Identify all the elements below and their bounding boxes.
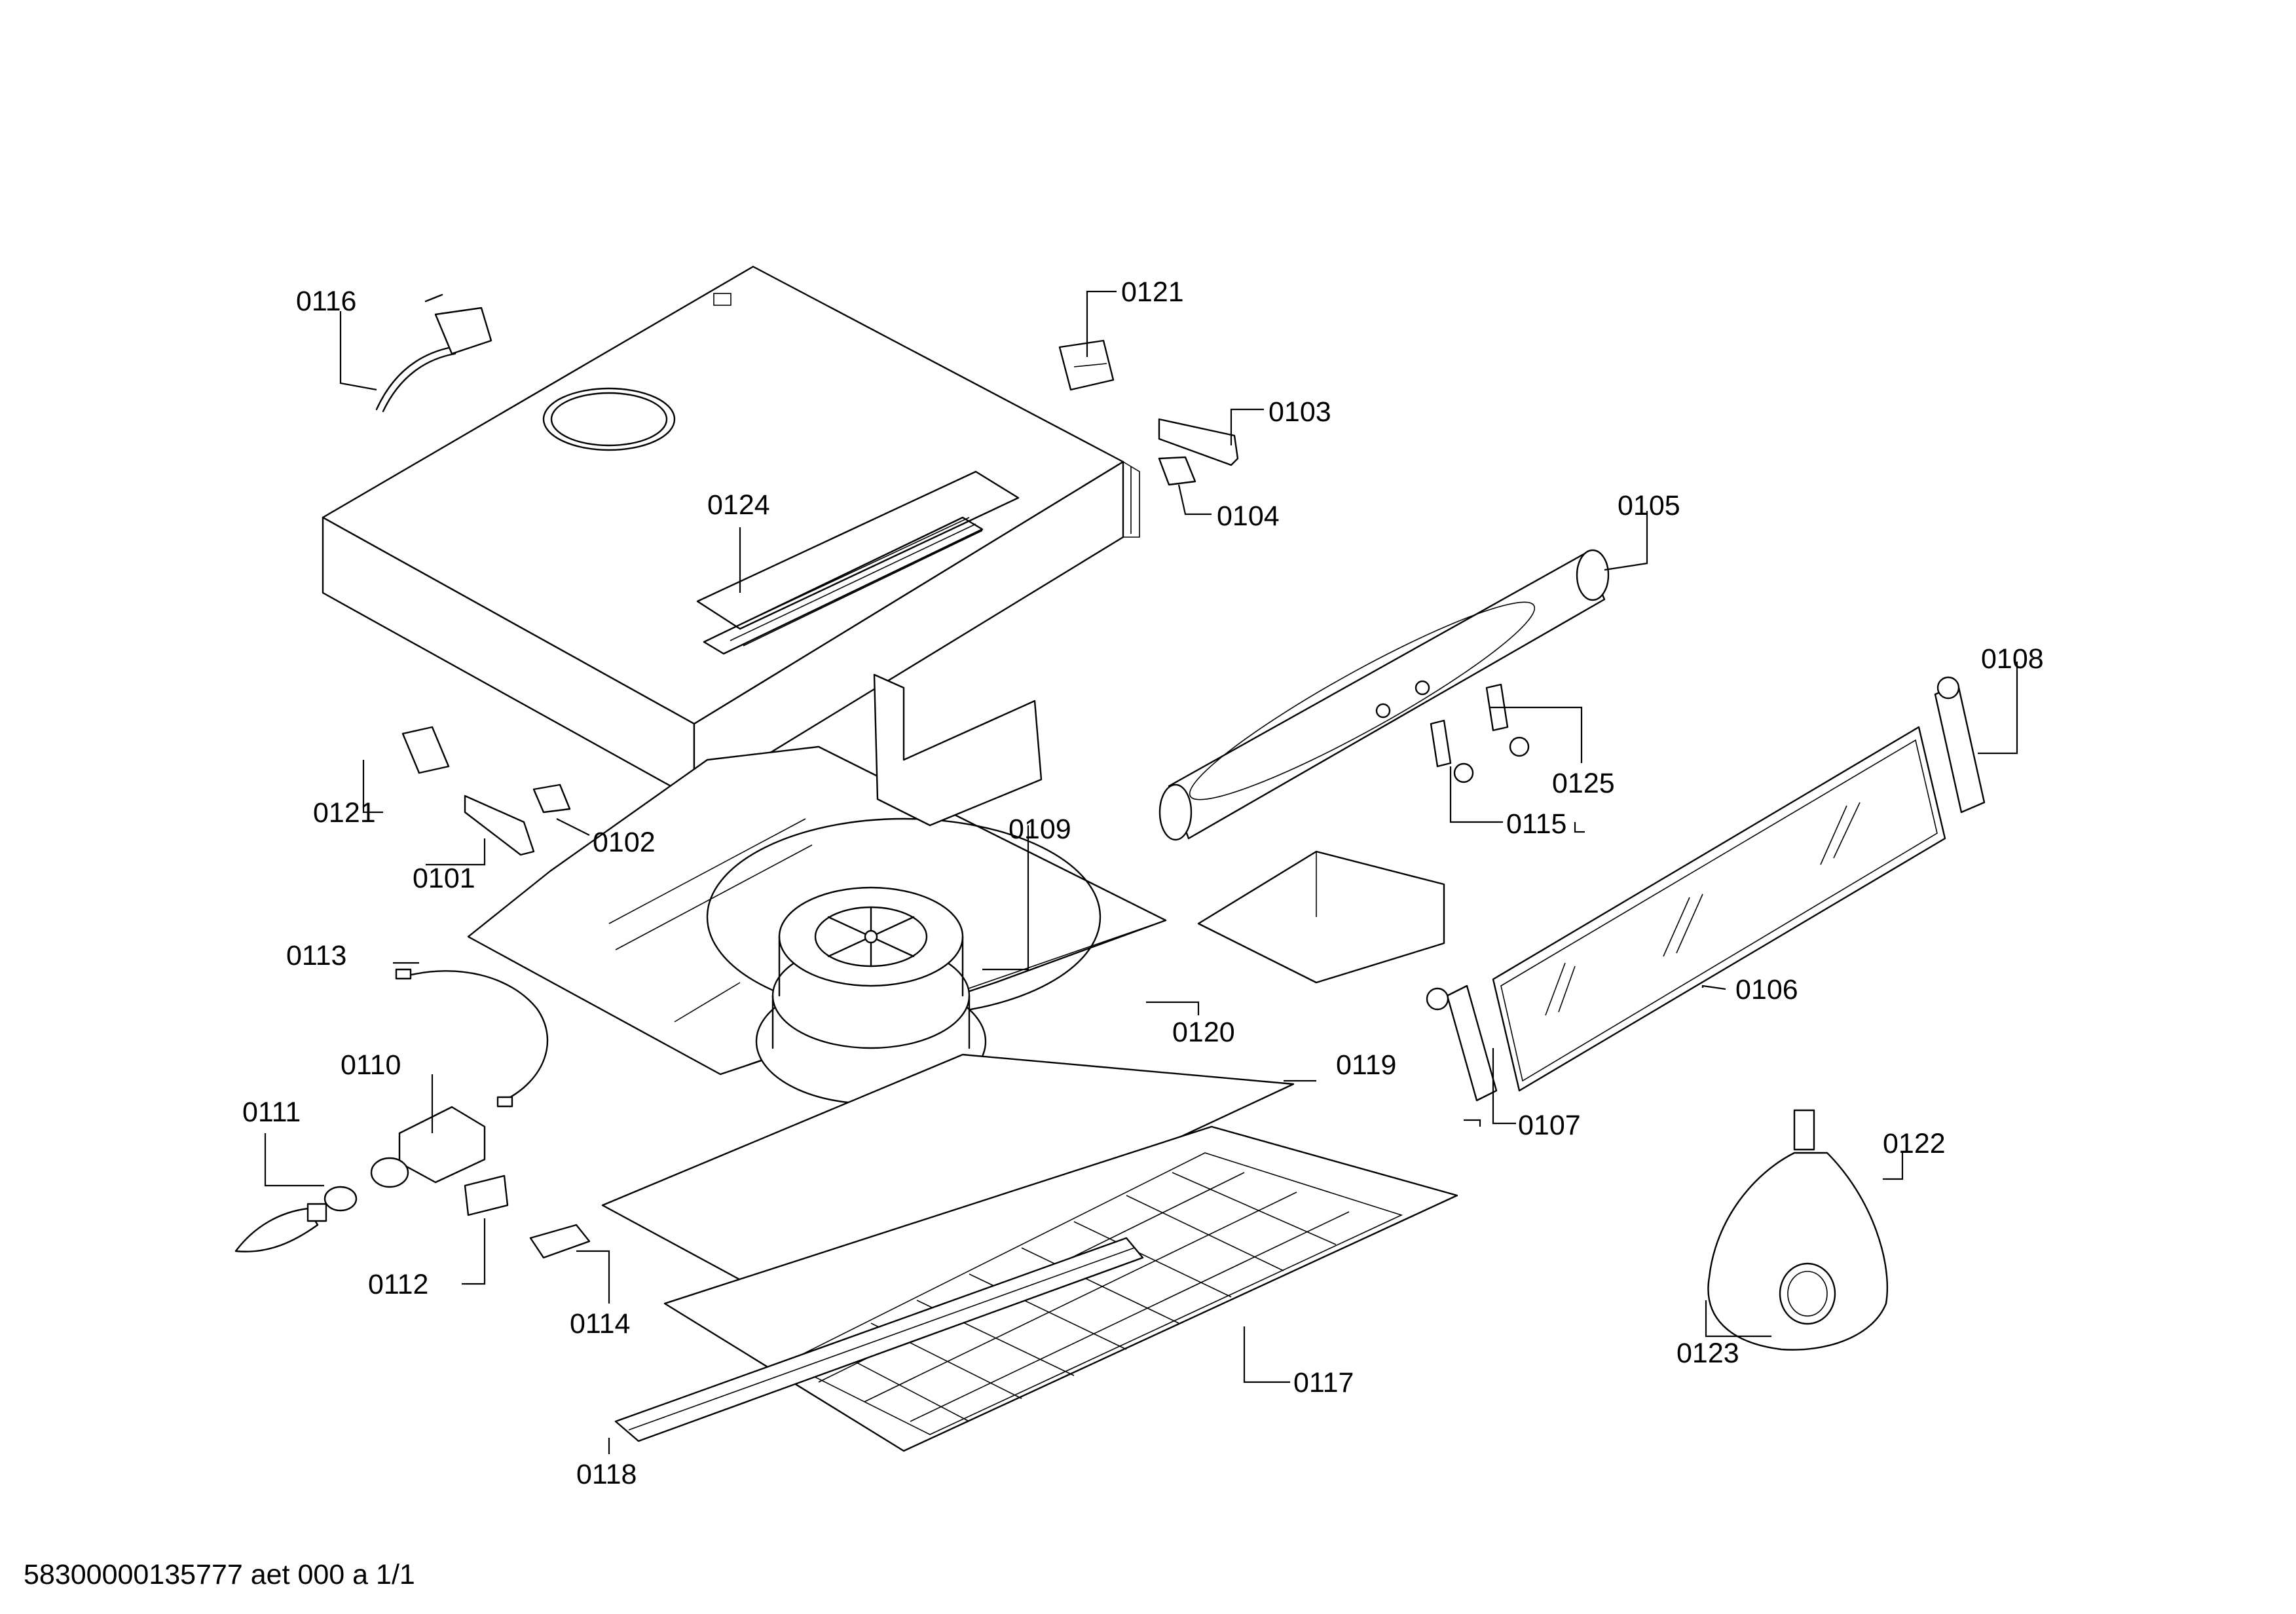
callout-0109: 0109 [1009,814,1071,845]
leader-lines [264,290,2018,1454]
hood-housing [322,265,1140,800]
power-cord [375,293,492,413]
clip-0103 [1158,418,1239,466]
callout-0107: 0107 [1518,1110,1581,1141]
callout-0101: 0101 [413,863,475,894]
clip-0114 [529,1224,591,1259]
side-cap-left [1426,985,1498,1102]
callout-0119: 0119 [1336,1049,1396,1081]
cap-0123 [1779,1262,1836,1325]
switch-0115 [1430,719,1474,783]
callout-0110: 0110 [341,1049,401,1081]
duct-adapter [1197,850,1445,984]
callout-0108: 0108 [1981,643,2044,675]
bracket-0121-left [401,726,450,774]
clip-0101 [464,795,535,856]
callout-0125: 0125 [1552,768,1615,799]
lamp-holder-0110 [370,1106,486,1188]
callout-0113: 0113 [286,940,346,971]
accessory-bag-0122 [1707,1109,1889,1351]
callout-0112: 0112 [368,1269,428,1300]
bulb-0111 [234,1203,327,1252]
callout-0114: 0114 [570,1308,630,1340]
callout-0116: 0116 [296,286,356,317]
grease-filter [663,1125,1458,1452]
callout-0111: 0111 [242,1097,301,1128]
terminal-block-0112 [464,1174,509,1216]
callout-0120: 0120 [1172,1017,1235,1048]
side-cap-right [1934,676,1986,814]
bracket-0121-top [1058,339,1115,391]
front-trim [614,1237,1144,1442]
callout-0104: 0104 [1217,500,1280,532]
callout-0121: 0121 [1121,276,1184,308]
callout-0115: 0115 [1506,808,1566,840]
callout-labels: 0116 0121 0103 0104 0124 0105 0108 0125 … [242,276,2044,1490]
callout-0106: 0106 [1735,974,1798,1005]
callout-0122: 0122 [1883,1128,1946,1159]
document-id: 58300000135777 aet 000 a 1/1 [24,1559,415,1590]
knob-0125 [1485,683,1530,757]
callout-0123: 0123 [1676,1338,1739,1369]
callout-0103: 0103 [1268,396,1331,428]
lamp-socket-0111 [324,1186,358,1212]
clip-0104 [1158,456,1196,486]
callout-0121-left: 0121 [313,797,376,829]
callout-0102: 0102 [593,827,656,858]
control-panel [1158,549,1610,841]
glass-visor [1492,726,1946,1092]
clip-0102 [532,783,571,814]
callout-0117: 0117 [1293,1367,1354,1398]
callout-0118: 0118 [576,1459,637,1490]
wiring-0113 [395,968,549,1108]
filter-sheet [601,1053,1295,1315]
duct-bracket [873,673,1043,827]
callout-0105: 0105 [1618,490,1680,521]
callout-0124: 0124 [707,489,770,521]
